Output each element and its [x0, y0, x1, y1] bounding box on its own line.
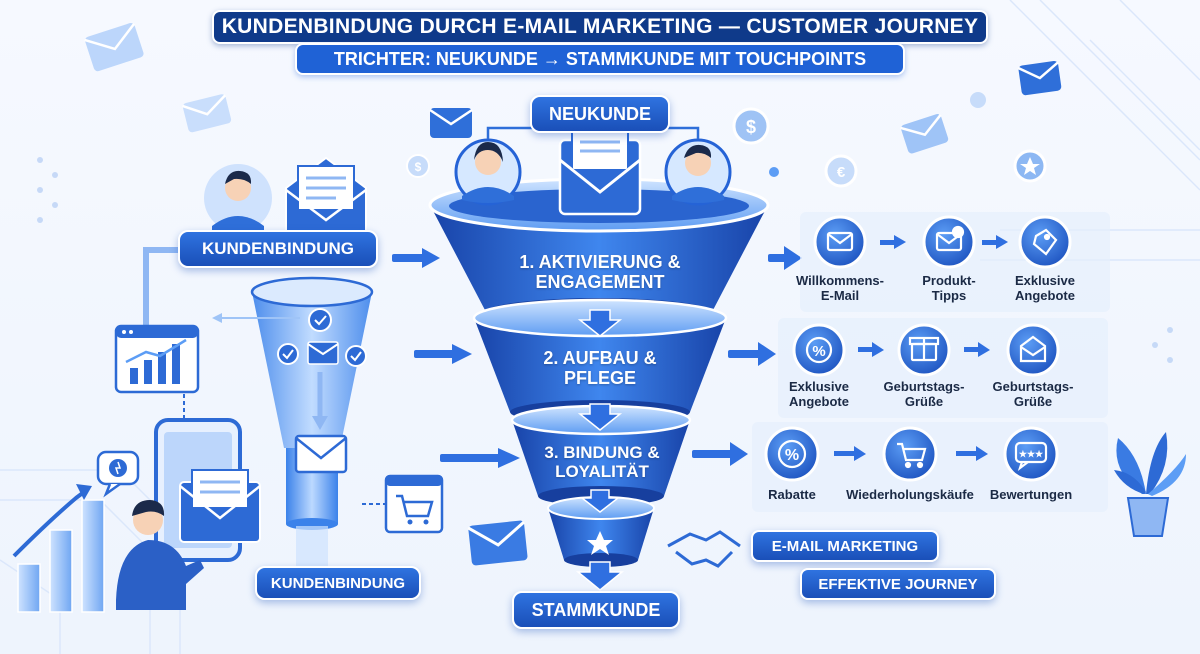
kundenbindung-label-bottom: KUNDENBINDUNG: [255, 566, 421, 600]
touchpoint-label-line2: Angebote: [1015, 287, 1075, 303]
svg-text:€: €: [837, 164, 846, 181]
stage-2-label: 2. AUFBAU & PFLEGE: [510, 348, 690, 388]
touchpoint-label: Geburtstags- Grüße: [973, 379, 1093, 410]
touchpoint-label-line2: Angebote: [789, 393, 849, 409]
envelope-icon: [558, 129, 642, 216]
star-icon: [587, 531, 613, 555]
touchpoint-label-line1: Rabatte: [768, 487, 816, 502]
stammkunde-label: STAMMKUNDE: [512, 591, 680, 629]
touchpoint-label-line1: Produkt-: [922, 273, 976, 288]
stage-1-label: 1. AKTIVIERUNG & ENGAGEMENT: [498, 252, 702, 292]
stage-3-label: 3. BINDUNG & LOYALITÄT: [522, 443, 682, 481]
touchpoint-label: Bewertungen: [981, 487, 1081, 503]
touchpoint-label-line1: Wiederholungskäufe: [846, 487, 974, 502]
touchpoint-label-line1: Geburtstags-: [992, 379, 1074, 394]
funnel-bottom-cup: [547, 496, 655, 567]
analytics-window: [114, 324, 200, 394]
connector-line: [486, 126, 700, 139]
envelope-icon: [179, 469, 261, 543]
envelope-icon: [294, 341, 348, 474]
envelope-icon: [826, 231, 854, 252]
shopping-cart-window: [384, 474, 444, 534]
percent-symbol: %: [785, 447, 799, 464]
stage-2-line1: 2. AUFBAU &: [543, 348, 657, 368]
stage-1-line2: ENGAGEMENT: [535, 272, 665, 293]
touchpoint-label-line1: Willkommens-: [795, 273, 884, 288]
stage-2-line2: PFLEGE: [563, 368, 636, 389]
touchpoint-label: Wiederholungskäufe: [840, 487, 980, 503]
touchpoint-label: Exklusive Angebote: [759, 379, 879, 410]
touchpoint-label-line2: Grüße: [904, 393, 944, 409]
touchpoint-label-line2: Tipps: [931, 287, 967, 303]
handshake-icon: [667, 530, 741, 568]
touchpoint-label-line2: E-Mail: [820, 287, 860, 303]
avatar: [204, 164, 272, 232]
shopping-cart-icon: [897, 442, 927, 469]
svg-text:$: $: [415, 160, 422, 174]
coin-icon: $ $ €: [406, 92, 1047, 188]
stage-3-line2: LOYALITÄT: [555, 462, 649, 482]
touchpoint-label-line2: Grüße: [1013, 393, 1053, 409]
kundenbindung-label-top: KUNDENBINDUNG: [178, 230, 378, 268]
gift-icon: [908, 336, 940, 362]
touchpoint-label: Geburtstags- Grüße: [864, 379, 984, 410]
mail-info-icon: [935, 225, 965, 252]
svg-text:$: $: [746, 117, 756, 137]
page-title: KUNDENBINDUNG DURCH E-MAIL MARKETING — C…: [212, 10, 988, 44]
rating-stars: ★★★: [1019, 449, 1044, 459]
touchpoint-label: Exklusive Angebote: [985, 273, 1105, 304]
small-funnel: [250, 276, 374, 586]
touchpoint-arrow: [834, 235, 1008, 461]
touchpoint-label: Rabatte: [742, 487, 842, 503]
chat-bubble-icon: [96, 450, 140, 498]
stage-1-line1: 1. AKTIVIERUNG &: [519, 252, 681, 272]
background-dots: [37, 157, 1173, 363]
email-marketing-badge: E-MAIL MARKETING: [751, 530, 939, 562]
open-envelope-icon: [1019, 335, 1047, 363]
discount-badge-icon: [777, 439, 807, 469]
person-illustration: [116, 500, 204, 610]
flow-arrow: [392, 248, 520, 468]
check-badge-icon: [277, 308, 367, 367]
stage-down-arrow: [575, 309, 625, 591]
neukunde-label: NEUKUNDE: [530, 95, 670, 133]
touchpoint-label-line1: Exklusive: [789, 379, 849, 394]
touchpoint-label: Produkt- Tipps: [889, 273, 1009, 304]
touchpoint-label: Willkommens- E-Mail: [780, 273, 900, 304]
flow-arrow: [692, 246, 802, 466]
touchpoint-label-line1: Bewertungen: [989, 487, 1073, 502]
touchpoint-label-line1: Exklusive: [1015, 273, 1075, 288]
stage-3-line1: 3. BINDUNG &: [544, 443, 660, 462]
price-tag-icon: [1032, 228, 1058, 256]
floating-envelope-icon: [84, 22, 1062, 566]
avatar: [454, 138, 732, 206]
flow-arrow: [212, 313, 328, 430]
connector-line: [143, 247, 181, 333]
touchpoint-label-line1: Geburtstags-: [883, 379, 965, 394]
rating-bubble-icon: [1014, 441, 1048, 471]
page-subtitle: TRICHTER: NEUKUNDE → STAMMKUNDE MIT TOUC…: [295, 43, 905, 75]
percent-symbol: %: [812, 343, 825, 360]
open-envelope-icon: [285, 156, 367, 237]
growth-bar-chart-icon: [12, 484, 105, 613]
plant-icon: [1114, 432, 1186, 537]
percent-badge-icon: [805, 336, 833, 364]
effective-journey-badge: EFFEKTIVE JOURNEY: [800, 568, 996, 600]
